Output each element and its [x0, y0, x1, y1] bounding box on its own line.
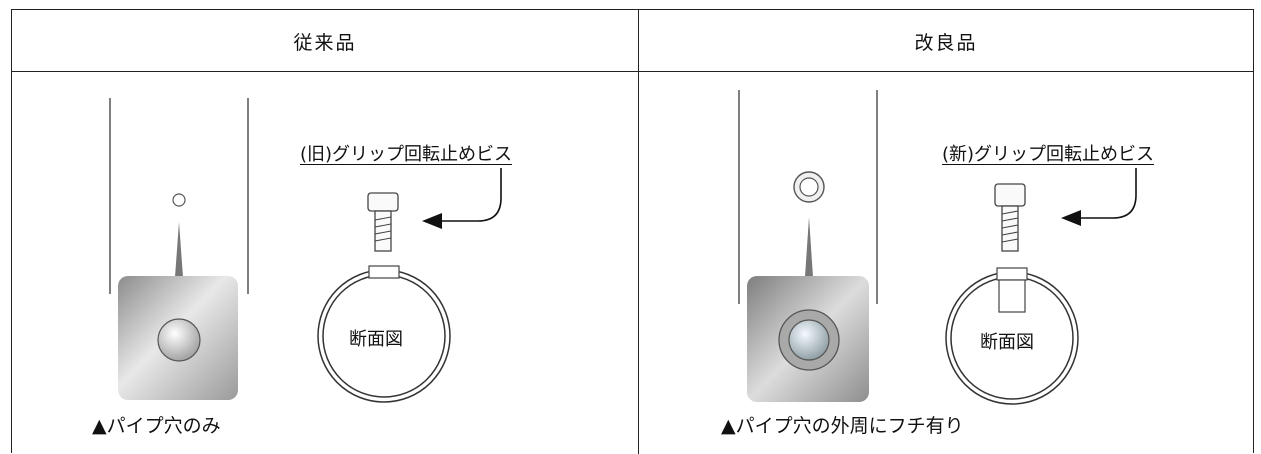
header-row: [12, 10, 1253, 72]
pointer-wedge: [175, 222, 183, 277]
arrow-pointer: [1061, 168, 1137, 226]
comparison-table: 従来品 改良品: [11, 9, 1254, 454]
old-screw-label: (旧)グリップ回転止めビス: [300, 144, 513, 165]
improved-illustration: [738, 90, 1137, 405]
section-label-left: 断面図: [349, 329, 403, 350]
bolt-head: [788, 319, 830, 361]
caption-left: ▲パイプ穴のみ: [92, 415, 221, 437]
header-conventional: 従来品: [293, 31, 357, 54]
pipe-hole: [799, 177, 819, 197]
caption-right: ▲パイプ穴の外周にフチ有り: [721, 415, 964, 437]
conventional-illustration: [109, 98, 502, 403]
bolt-head: [157, 318, 201, 362]
column-divider: [638, 10, 639, 454]
cross-section-ring: [945, 267, 1079, 405]
header-improved: 改良品: [914, 31, 978, 54]
screw-old: [367, 192, 399, 252]
conventional-panel: (旧)グリップ回転止めビス 断面図 ▲パイプ穴のみ: [12, 72, 638, 454]
pipe-hole: [172, 193, 186, 207]
arrow-pointer: [422, 168, 502, 229]
screw-new: [994, 183, 1026, 252]
cross-section-ring: [317, 265, 451, 403]
new-screw-label: (新)グリップ回転止めビス: [942, 144, 1155, 165]
section-label-right: 断面図: [980, 332, 1034, 353]
pointer-wedge: [805, 217, 813, 277]
improved-panel: (新)グリップ回転止めビス 断面図 ▲パイプ穴の外周にフチ有り: [639, 72, 1253, 454]
